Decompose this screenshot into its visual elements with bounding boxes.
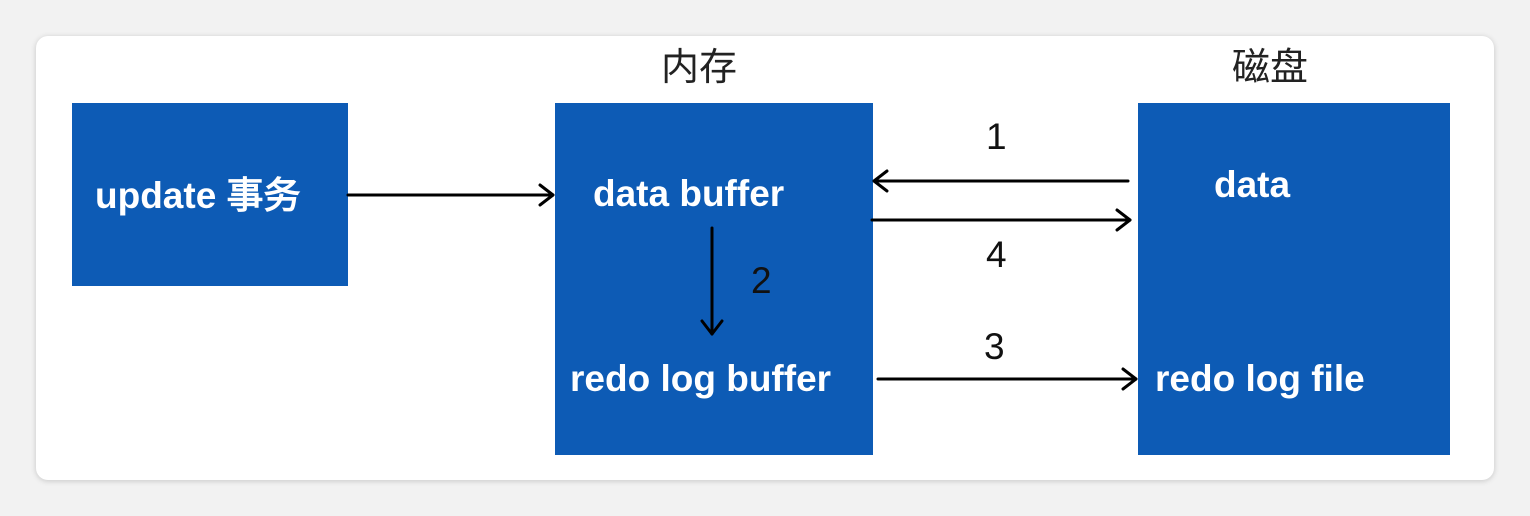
redo-log-buffer-label: redo log buffer xyxy=(570,358,832,399)
data-buffer-label: data buffer xyxy=(593,173,785,214)
step3-number: 3 xyxy=(984,326,1005,367)
disk-box xyxy=(1138,103,1450,455)
redo-log-file-label: redo log file xyxy=(1155,358,1365,399)
step3-arrow xyxy=(876,367,1138,391)
memory-box xyxy=(555,103,873,455)
step4-number: 4 xyxy=(986,234,1007,275)
disk-data-label: data xyxy=(1214,164,1291,205)
step2-number: 2 xyxy=(751,260,772,301)
step1-arrow xyxy=(872,169,1130,193)
transaction-to-data-buffer-arrow xyxy=(346,183,555,207)
transaction-label: update 事务 xyxy=(95,175,301,216)
memory-heading: 内存 xyxy=(661,45,738,89)
step2-arrow xyxy=(700,226,724,336)
step1-number: 1 xyxy=(986,116,1007,157)
transaction-box xyxy=(72,103,348,286)
disk-heading: 磁盘 xyxy=(1232,45,1309,89)
step4-arrow xyxy=(870,208,1132,232)
